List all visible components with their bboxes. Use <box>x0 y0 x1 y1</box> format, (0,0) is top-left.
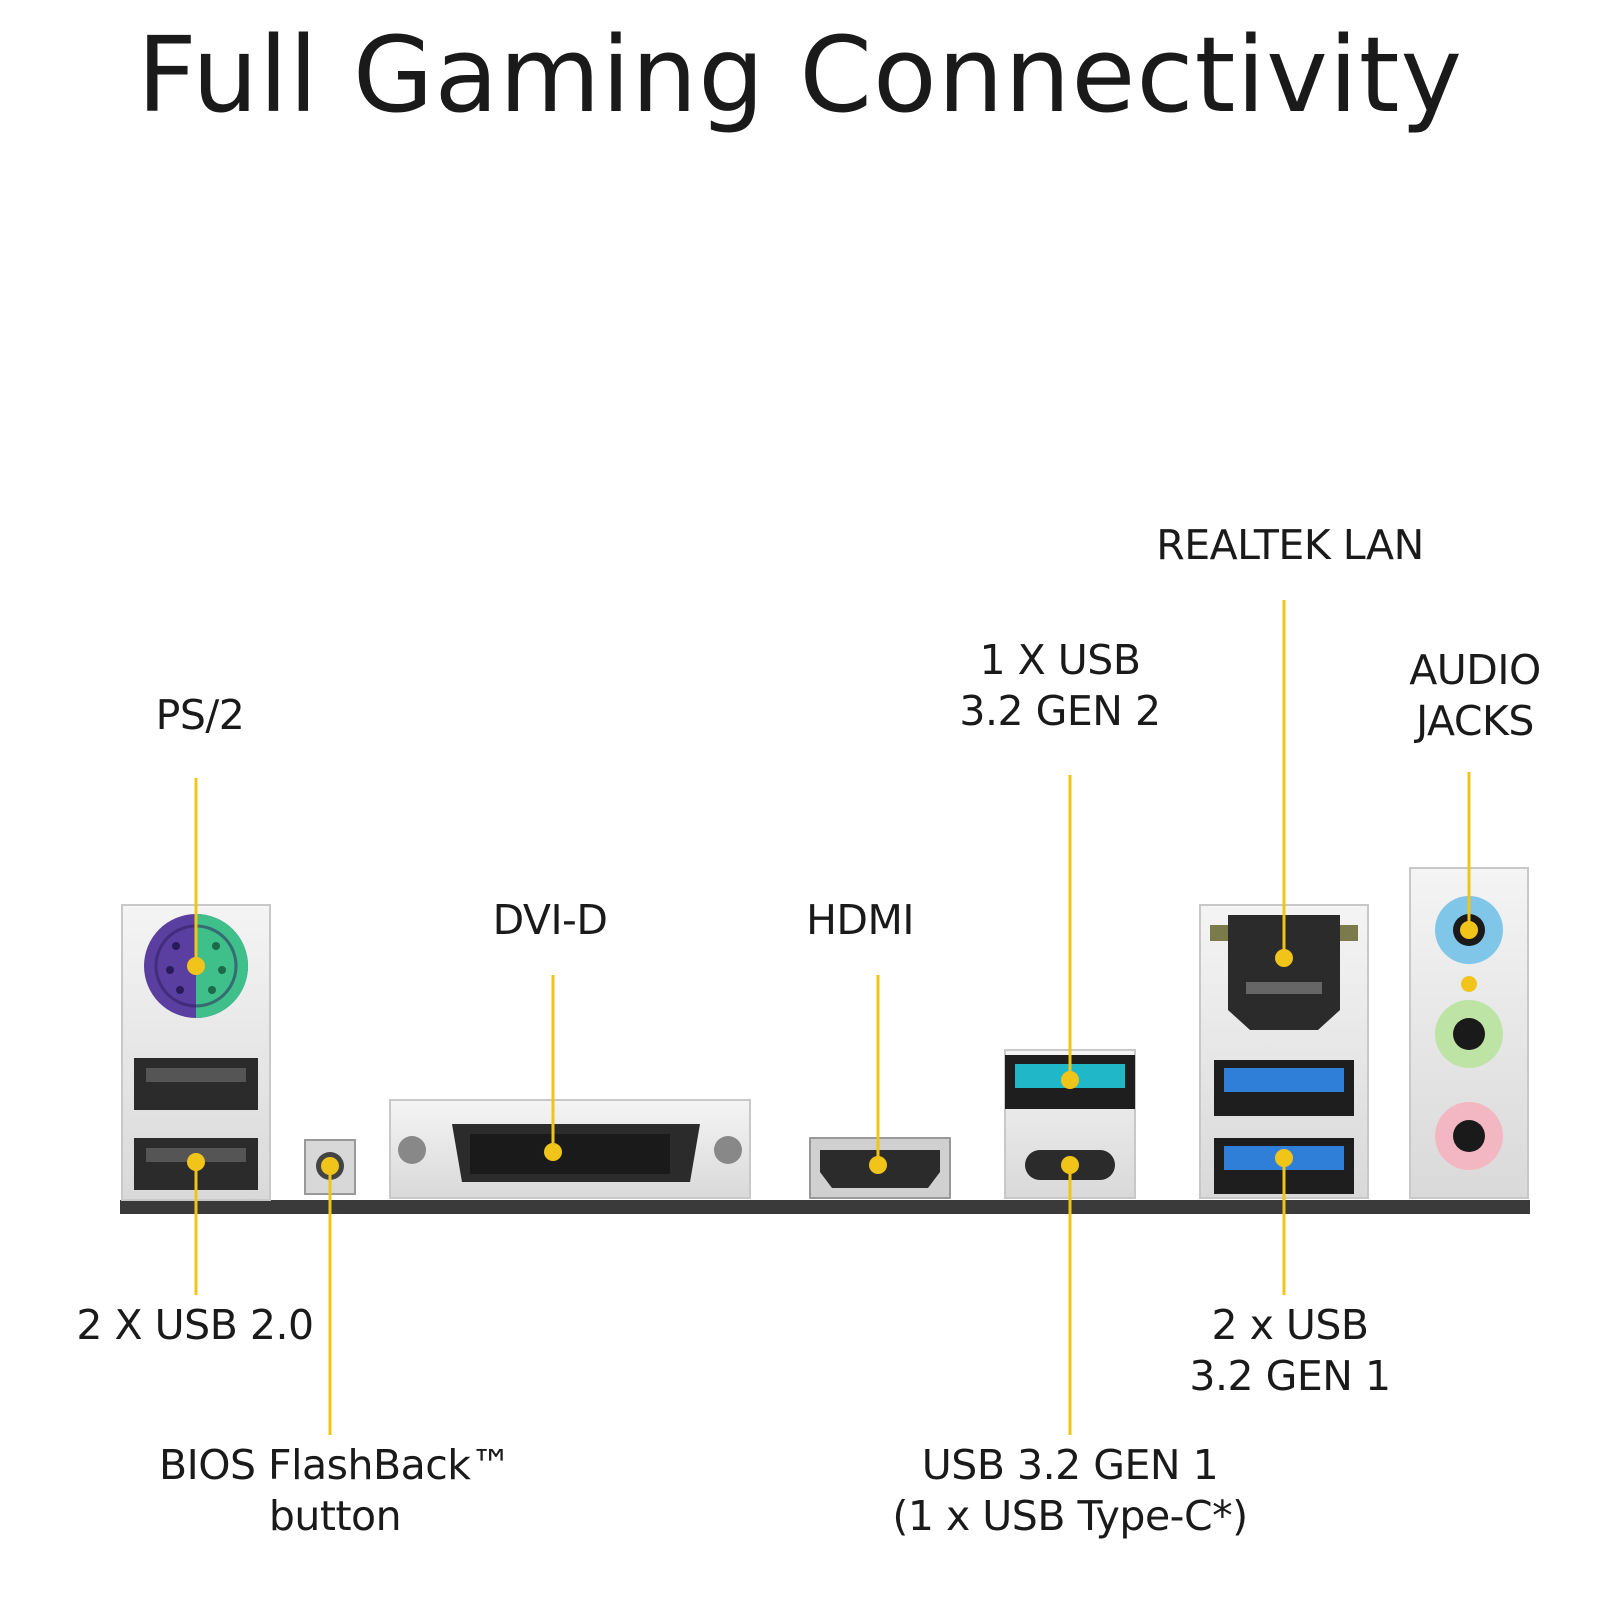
label-hdmi: HDMI <box>770 895 950 946</box>
dot-audio-mid <box>1461 976 1477 992</box>
label-ps2: PS/2 <box>120 690 280 741</box>
label-realtek-lan: REALTEK LAN <box>1130 520 1450 571</box>
label-ps2-line1: PS/2 <box>155 691 245 739</box>
dot-usb-gen2 <box>1061 1071 1079 1089</box>
label-dvi-d: DVI-D <box>460 895 640 946</box>
label-usb-gen2-line2: 3.2 GEN 2 <box>959 687 1161 736</box>
usb2-port-top-icon <box>134 1058 258 1110</box>
label-usb-2-0: 2 X USB 2.0 <box>60 1300 330 1351</box>
label-bios-line2: button <box>268 1492 402 1541</box>
label-audio-line1: AUDIO <box>1409 646 1541 694</box>
label-type-c: USB 3.2 GEN 1 (1 x USB Type-C*) <box>880 1440 1260 1543</box>
ps2-usb2-stack <box>121 904 271 1201</box>
label-audio-line2: JACKS <box>1416 697 1534 746</box>
dot-ps2 <box>187 957 205 975</box>
dot-usb20 <box>187 1153 205 1171</box>
label-usb-gen2-line1: 1 X USB <box>979 636 1141 684</box>
label-bios-flashback: BIOS FlashBack™ button <box>150 1440 520 1543</box>
label-audio-jacks: AUDIO JACKS <box>1385 645 1565 748</box>
label-usb-gen1-line2: 3.2 GEN 1 <box>1189 1352 1391 1401</box>
dot-dvi <box>544 1143 562 1161</box>
label-hdmi-line1: HDMI <box>806 896 914 944</box>
label-typec-line1: USB 3.2 GEN 1 <box>921 1441 1219 1489</box>
dot-hdmi <box>869 1156 887 1174</box>
dvi-d-port-icon <box>389 1099 751 1199</box>
leader-dots <box>187 921 1478 1175</box>
label-usb-gen2: 1 X USB 3.2 GEN 2 <box>930 635 1190 738</box>
dot-lan <box>1275 949 1293 967</box>
label-typec-line2: (1 x USB Type-C*) <box>892 1492 1248 1541</box>
label-usb-gen1-line1: 2 x USB <box>1211 1301 1369 1349</box>
label-lan-line1: REALTEK LAN <box>1156 521 1424 569</box>
lan-port-icon <box>1228 915 1340 1030</box>
io-shield-bar <box>120 1200 1530 1214</box>
dot-bios <box>321 1157 339 1175</box>
label-usb20-line1: 2 X USB 2.0 <box>76 1301 314 1349</box>
page-title: Full Gaming Connectivity <box>136 14 1464 136</box>
label-dvi-line1: DVI-D <box>492 896 608 944</box>
dot-audio <box>1460 921 1478 939</box>
label-bios-line1: BIOS FlashBack™ <box>158 1441 512 1489</box>
leader-lines <box>194 600 1471 1435</box>
dot-typec <box>1061 1156 1079 1174</box>
label-usb-gen1: 2 x USB 3.2 GEN 1 <box>1160 1300 1420 1403</box>
dot-usb-gen1 <box>1275 1149 1293 1167</box>
